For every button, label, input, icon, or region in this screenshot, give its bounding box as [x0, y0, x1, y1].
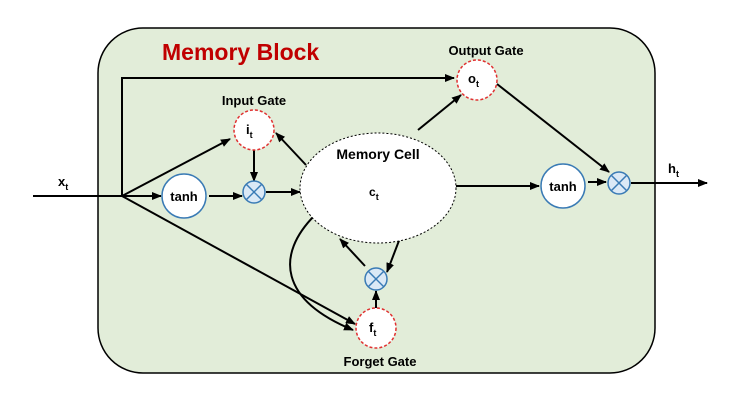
tanh-input-label: tanh — [170, 189, 198, 204]
input-gate — [233, 109, 275, 151]
output-label: ht — [668, 161, 679, 179]
input-gate-symbol: it — [246, 122, 253, 140]
edge-cell-to-output-gate — [417, 94, 462, 131]
forget-gate — [355, 307, 397, 349]
input-gate-label: Input Gate — [222, 93, 286, 108]
multiply-icon — [364, 267, 388, 291]
edge-cell-to-input-gate — [275, 132, 307, 166]
output-gate-label: Output Gate — [448, 43, 523, 58]
output-gate-symbol: ot — [468, 71, 479, 89]
edge-to-output-gate — [121, 74, 455, 196]
tanh-output-label: tanh — [549, 179, 577, 194]
input-label: xt — [58, 174, 68, 192]
memory-cell-label: Memory Cell — [336, 146, 419, 162]
block-title: Memory Block — [162, 39, 319, 65]
multiply-icon — [242, 180, 266, 204]
tanh-input-node — [161, 173, 207, 219]
connections — [33, 74, 708, 331]
forget-gate-symbol: ft — [369, 320, 376, 338]
edge-cell-to-forget-gate — [289, 214, 354, 331]
edge-output-gate-to-mult — [496, 83, 610, 173]
memory-cell-symbol: ct — [369, 185, 379, 202]
forget-gate-label: Forget Gate — [344, 354, 417, 369]
output-gate — [456, 59, 498, 101]
edge-x-to-input-gate — [121, 138, 231, 197]
multiply-icon — [607, 171, 631, 195]
tanh-output-node — [540, 163, 586, 209]
edge-x-to-forget-gate — [121, 195, 356, 325]
memory-cell — [299, 132, 457, 244]
edge-forget-mult-to-cell — [339, 238, 366, 267]
